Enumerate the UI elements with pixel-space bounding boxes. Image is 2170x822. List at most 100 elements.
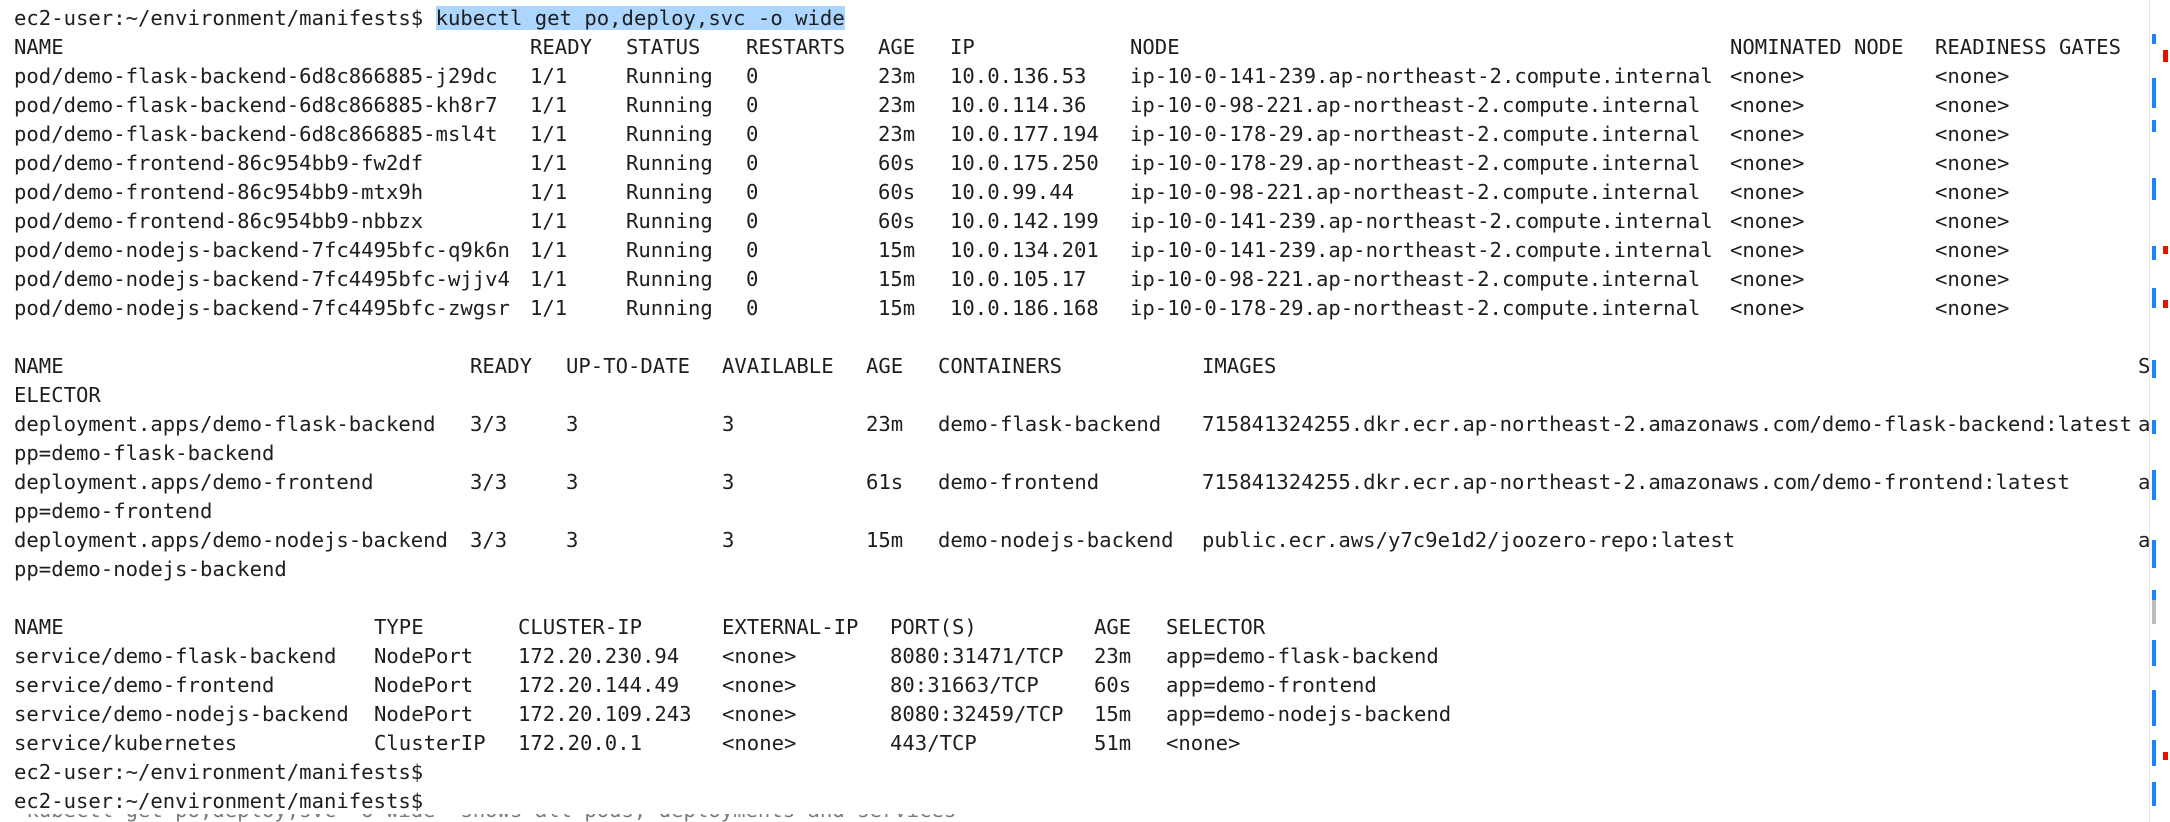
column-header: CONTAINERS xyxy=(938,354,1062,378)
table-cell-wrap: pp=demo-frontend xyxy=(14,499,213,523)
table-cell: pod/demo-frontend-86c954bb9-mtx9h xyxy=(14,180,424,204)
table-cell: 8080:31471/TCP xyxy=(890,644,1064,668)
column-header: NOMINATED NODE xyxy=(1730,35,1904,59)
table-cell: Running xyxy=(626,296,713,320)
table-cell: Running xyxy=(626,238,713,262)
table-header-wrap: ELECTOR xyxy=(14,381,2142,410)
table-cell: ip-10-0-178-29.ap-northeast-2.compute.in… xyxy=(1130,151,1701,175)
table-cell: <none> xyxy=(722,731,797,755)
scroll-marker xyxy=(2152,78,2156,108)
blank-line xyxy=(14,584,2142,613)
table-cell: pod/demo-flask-backend-6d8c866885-kh8r7 xyxy=(14,93,498,117)
column-header: PORT(S) xyxy=(890,615,977,639)
table-cell: <none> xyxy=(722,702,797,726)
column-header-wrap: ELECTOR xyxy=(14,383,101,407)
table-cell: 172.20.0.1 xyxy=(518,731,642,755)
scroll-marker xyxy=(2152,246,2156,260)
table-cell: Running xyxy=(626,209,713,233)
table-cell: Running xyxy=(626,180,713,204)
terminal-output[interactable]: ec2-user:~/environment/manifests$ kubect… xyxy=(14,4,2150,816)
table-cell: <none> xyxy=(1730,180,1805,204)
table-cell: Running xyxy=(626,122,713,146)
prompt-line: ec2-user:~/environment/manifests$ xyxy=(14,787,2142,816)
scroll-marker xyxy=(2163,50,2168,62)
table-cell: 3/3 xyxy=(470,528,508,552)
blank-line xyxy=(14,323,2142,352)
table-cell: 3/3 xyxy=(470,470,508,494)
table-cell: pod/demo-flask-backend-6d8c866885-msl4t xyxy=(14,122,498,146)
table-cell: 60s xyxy=(1094,673,1132,697)
table-cell: 0 xyxy=(746,296,759,320)
column-header: UP-TO-DATE xyxy=(566,354,690,378)
table-cell: <none> xyxy=(1935,151,2010,175)
table-cell: 3 xyxy=(566,528,579,552)
column-header: AGE xyxy=(866,354,904,378)
table-cell: a xyxy=(2138,528,2151,552)
column-header: READY xyxy=(470,354,532,378)
table-cell: service/demo-frontend xyxy=(14,673,275,697)
column-header: SELECTOR xyxy=(1166,615,1266,639)
table-cell: ClusterIP xyxy=(374,731,486,755)
table-cell: <none> xyxy=(1730,209,1805,233)
table-cell: 80:31663/TCP xyxy=(890,673,1039,697)
table-cell: demo-nodejs-backend xyxy=(938,528,1174,552)
table-cell: ip-10-0-178-29.ap-northeast-2.compute.in… xyxy=(1130,296,1701,320)
column-header: S xyxy=(2138,354,2151,378)
scroll-marker xyxy=(2152,690,2156,726)
table-cell: 443/TCP xyxy=(890,731,977,755)
table-cell: <none> xyxy=(1730,151,1805,175)
scroll-marker xyxy=(2163,752,2168,760)
command-text: kubectl get po,deploy,svc -o wide xyxy=(435,6,845,30)
table-cell: ip-10-0-98-221.ap-northeast-2.compute.in… xyxy=(1130,267,1701,291)
table-cell: NodePort xyxy=(374,702,474,726)
table-cell: pod/demo-frontend-86c954bb9-nbbzx xyxy=(14,209,424,233)
table-cell: service/demo-nodejs-backend xyxy=(14,702,349,726)
table-cell: deployment.apps/demo-frontend xyxy=(14,470,374,494)
column-header: NAME xyxy=(14,354,64,378)
table-row: pod/demo-flask-backend-6d8c866885-msl4t 1… xyxy=(14,120,2142,149)
table-cell: 3/3 xyxy=(470,412,508,436)
table-cell: 1/1 xyxy=(530,238,568,262)
table-row-wrap: pp=demo-flask-backend xyxy=(14,439,2142,468)
table-cell: 1/1 xyxy=(530,122,568,146)
scroll-marker xyxy=(2152,420,2156,434)
column-header: CLUSTER-IP xyxy=(518,615,642,639)
table-cell-wrap: pp=demo-flask-backend xyxy=(14,441,275,465)
column-header: AVAILABLE xyxy=(722,354,834,378)
column-header: READINESS GATES xyxy=(1935,35,2121,59)
scrollbar-overview-ruler[interactable] xyxy=(2149,0,2170,822)
prompt-text: ec2-user:~/environment/manifests$ xyxy=(14,760,424,784)
table-cell: NodePort xyxy=(374,644,474,668)
scroll-marker xyxy=(2152,288,2156,308)
table-cell: <none> xyxy=(1935,267,2010,291)
table-cell: 61s xyxy=(866,470,904,494)
table-cell: 8080:32459/TCP xyxy=(890,702,1064,726)
table-cell: <none> xyxy=(1730,267,1805,291)
column-header: NAME xyxy=(14,615,64,639)
table-cell: 60s xyxy=(878,151,916,175)
scroll-marker xyxy=(2152,360,2156,378)
column-header: RESTARTS xyxy=(746,35,846,59)
table-cell: <none> xyxy=(1935,122,2010,146)
table-cell: <none> xyxy=(1935,296,2010,320)
table-cell: service/demo-flask-backend xyxy=(14,644,337,668)
table-cell: 10.0.175.250 xyxy=(950,151,1099,175)
table-cell: <none> xyxy=(722,644,797,668)
table-cell: demo-flask-backend xyxy=(938,412,1162,436)
table-cell: 10.0.105.17 xyxy=(950,267,1087,291)
table-cell: pod/demo-flask-backend-6d8c866885-j29dc xyxy=(14,64,498,88)
table-cell: 10.0.177.194 xyxy=(950,122,1099,146)
table-cell: public.ecr.aws/y7c9e1d2/joozero-repo:lat… xyxy=(1202,528,1736,552)
scroll-marker xyxy=(2163,246,2168,254)
table-cell: <none> xyxy=(1166,731,1241,755)
table-cell: 715841324255.dkr.ecr.ap-northeast-2.amaz… xyxy=(1202,412,2132,436)
prompt-text: ec2-user:~/environment/manifests$ xyxy=(14,789,424,813)
